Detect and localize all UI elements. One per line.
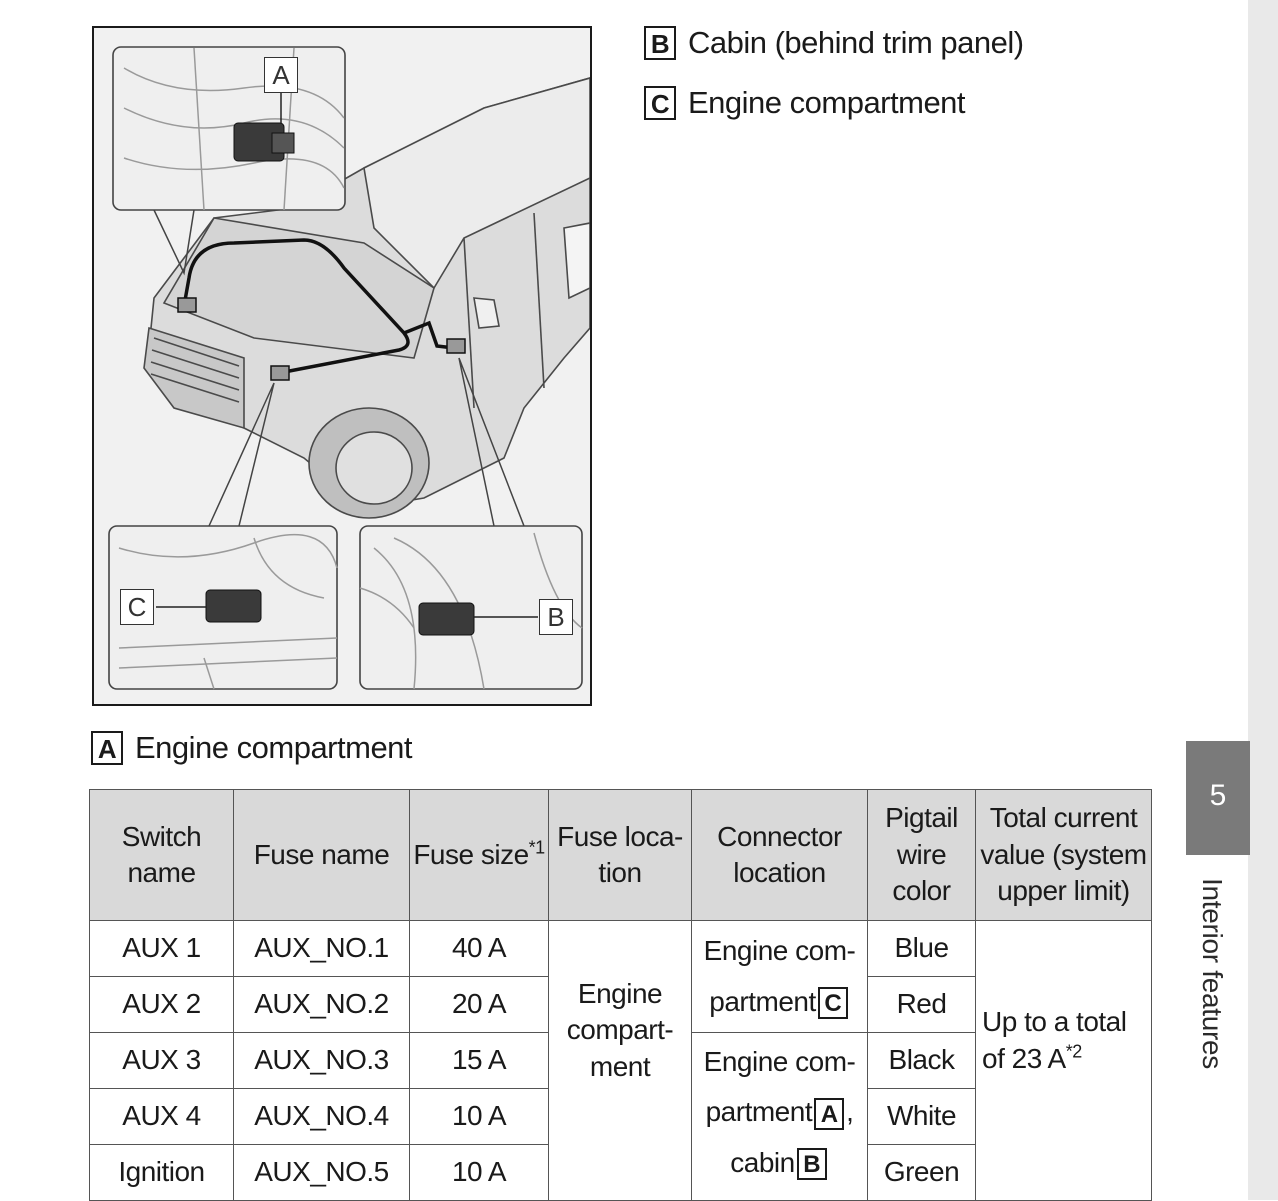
connector-b-box: B	[796, 1148, 827, 1181]
vehicle-body-drawing	[143, 77, 590, 519]
cell-fuse-size: 15 A	[409, 1032, 549, 1089]
section-title: Interior features	[1197, 878, 1228, 1069]
cell-fuse-name: AUX_NO.5	[233, 1144, 410, 1201]
cell-switch: AUX 4	[89, 1088, 234, 1145]
chapter-tab[interactable]: 5	[1186, 741, 1250, 855]
inset-c	[108, 525, 338, 690]
legend-b: B Cabin (behind trim panel)	[644, 25, 1024, 61]
cell-fuse-size: 10 A	[409, 1144, 549, 1201]
header-fuse-name: Fuse name	[233, 789, 410, 921]
connector-b-marker	[446, 338, 466, 354]
cell-switch: AUX 3	[89, 1032, 234, 1089]
cell-wire-color: Green	[867, 1144, 976, 1201]
cell-fuse-name: AUX_NO.3	[233, 1032, 410, 1089]
cell-fuse-name: AUX_NO.4	[233, 1088, 410, 1145]
cell-switch: Ignition	[89, 1144, 234, 1201]
figure-label-b: B	[539, 599, 573, 635]
fuse-size-footnote: *1	[528, 837, 546, 858]
legend-c: C Engine compartment	[644, 85, 966, 121]
table-row: AUX 3 AUX_NO.3 15 A Engine com- partment…	[89, 1032, 1152, 1201]
header-fuse-location: Fuse loca-tion	[548, 789, 692, 921]
legend-a-text: Engine compartment	[135, 730, 413, 765]
harness-wire	[182, 238, 410, 375]
connector-a-marker	[177, 297, 197, 313]
cell-wire-color: Red	[867, 976, 976, 1033]
legend-c-key: C	[644, 86, 676, 120]
total-footnote: *2	[1065, 1041, 1083, 1062]
figure-label-a: A	[264, 57, 298, 93]
cell-fuse-size: 20 A	[409, 976, 549, 1033]
page-sidebar	[1248, 0, 1278, 1200]
connector-c-box: C	[817, 987, 848, 1020]
cell-wire-color: Black	[867, 1032, 976, 1089]
table-row: AUX 2 AUX_NO.2 20 A Red	[89, 976, 1152, 1033]
header-fuse-size: Fuse size*1	[409, 789, 549, 921]
cell-fuse-name: AUX_NO.2	[233, 976, 410, 1033]
connector-c-marker	[270, 365, 290, 381]
cell-wire-color: Blue	[867, 920, 976, 977]
legend-b-text: Cabin (behind trim panel)	[688, 25, 1024, 60]
cell-fuse-size: 40 A	[409, 920, 549, 977]
cell-fuse-name: AUX_NO.1	[233, 920, 410, 977]
legend-c-text: Engine compartment	[688, 85, 966, 120]
inset-a	[112, 46, 346, 211]
vehicle-diagram	[108, 46, 590, 690]
legend-a-key: A	[91, 731, 123, 765]
legend-a: A Engine compartment	[91, 730, 413, 766]
inset-b	[359, 525, 583, 690]
cell-wire-color: White	[867, 1088, 976, 1145]
cell-switch: AUX 1	[89, 920, 234, 977]
cell-switch: AUX 2	[89, 976, 234, 1033]
connector-a-box: A	[814, 1098, 845, 1130]
legend-b-key: B	[644, 26, 676, 60]
connector-location-illustration: A C B	[92, 26, 592, 706]
cell-fuse-size: 10 A	[409, 1088, 549, 1145]
figure-label-c: C	[120, 589, 154, 625]
